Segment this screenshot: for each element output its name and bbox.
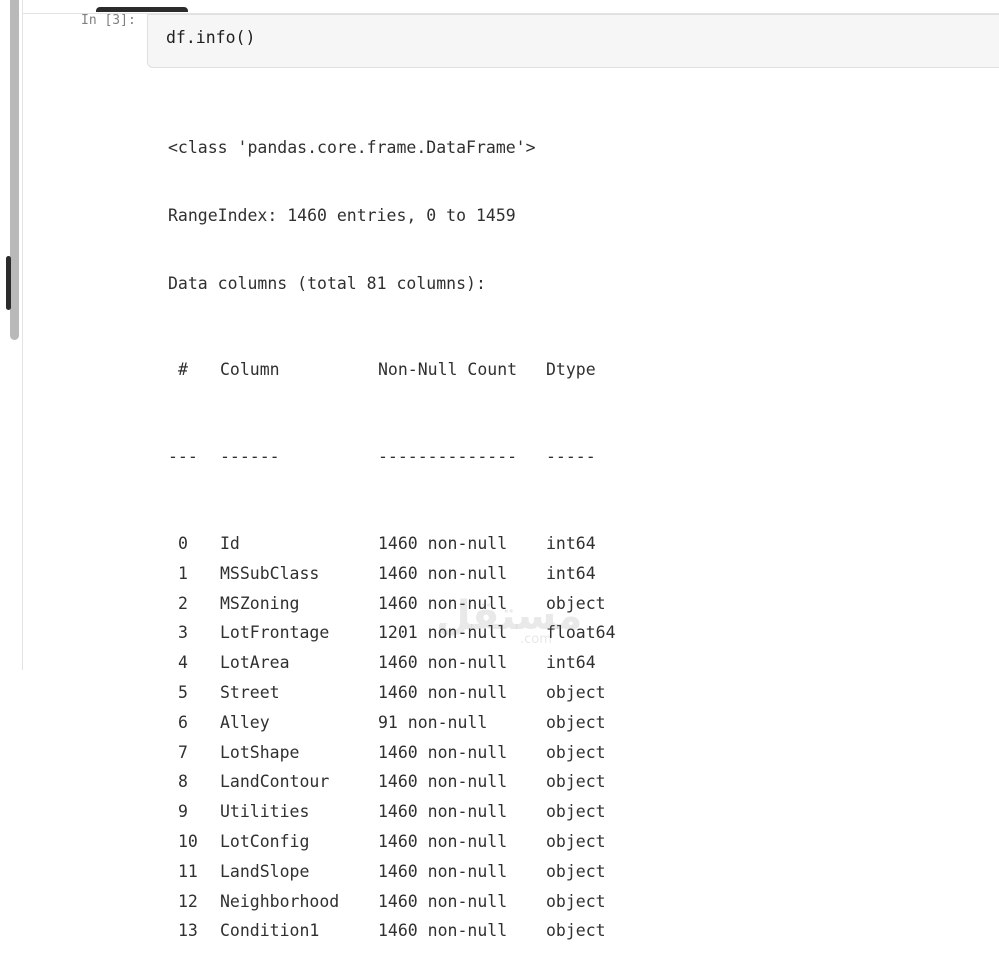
row-dtype: float64 xyxy=(546,623,616,643)
row-column-name: Condition1 xyxy=(220,921,320,941)
watermark-domain: .com xyxy=(520,632,552,647)
row-column-name: MSZoning xyxy=(220,593,300,613)
row-num: 1 xyxy=(178,563,188,583)
separator-dtype: ----- xyxy=(546,447,596,467)
row-num: 0 xyxy=(178,533,188,553)
row-dtype: int64 xyxy=(546,653,596,673)
cell-top-divider xyxy=(22,13,999,14)
header-num: # xyxy=(178,360,188,380)
row-column-name: LotConfig xyxy=(220,831,310,851)
vertical-scrollbar[interactable] xyxy=(10,0,19,340)
table-row: 1 MSSubClass 1460 non-null int64 xyxy=(168,559,596,589)
row-non-null-count: 1460 non-null xyxy=(378,653,508,673)
row-column-name: LotArea xyxy=(220,653,290,673)
table-row: 2 MSZoning 1460 non-null object xyxy=(168,589,606,619)
output-line-class: <class 'pandas.core.frame.DataFrame'> xyxy=(168,138,536,157)
table-row: 7 LotShape 1460 non-null object xyxy=(168,738,606,768)
separator-count: -------------- xyxy=(378,447,518,467)
row-num: 2 xyxy=(178,593,188,613)
header-dtype: Dtype xyxy=(546,360,596,380)
row-dtype: object xyxy=(546,772,606,792)
row-num: 6 xyxy=(178,712,188,732)
row-column-name: Alley xyxy=(220,712,270,732)
table-row: 11 LandSlope 1460 non-null object xyxy=(168,857,606,887)
table-row: 0 Id 1460 non-null int64 xyxy=(168,529,596,559)
row-non-null-count: 1460 non-null xyxy=(378,921,508,941)
notebook-left-rail xyxy=(0,0,23,670)
header-column: Column xyxy=(220,360,280,380)
row-dtype: object xyxy=(546,682,606,702)
row-non-null-count: 1460 non-null xyxy=(378,831,508,851)
row-non-null-count: 1201 non-null xyxy=(378,623,508,643)
row-column-name: LandSlope xyxy=(220,861,310,881)
table-row: 10 LotConfig 1460 non-null object xyxy=(168,827,606,857)
row-non-null-count: 1460 non-null xyxy=(378,861,508,881)
header-count: Non-Null Count xyxy=(378,360,518,380)
row-column-name: Utilities xyxy=(220,802,310,822)
row-non-null-count: 1460 non-null xyxy=(378,742,508,762)
table-row: 9 Utilities 1460 non-null object xyxy=(168,797,606,827)
row-non-null-count: 1460 non-null xyxy=(378,533,508,553)
cell-collapser-tab[interactable] xyxy=(96,7,188,12)
columns-header-row: # Column Non-Null Count Dtype xyxy=(168,355,596,385)
row-dtype: object xyxy=(546,861,606,881)
table-row: 13 Condition1 1460 non-null object xyxy=(168,916,606,946)
row-dtype: object xyxy=(546,802,606,822)
row-dtype: object xyxy=(546,831,606,851)
code-input-cell[interactable]: df.info() xyxy=(147,14,999,68)
row-non-null-count: 1460 non-null xyxy=(378,593,508,613)
row-num: 11 xyxy=(178,861,198,881)
table-row: 5 Street 1460 non-null object xyxy=(168,678,606,708)
row-column-name: LandContour xyxy=(220,772,330,792)
row-non-null-count: 1460 non-null xyxy=(378,891,508,911)
row-num: 3 xyxy=(178,623,188,643)
row-column-name: Id xyxy=(220,533,240,553)
row-dtype: object xyxy=(546,712,606,732)
row-non-null-count: 1460 non-null xyxy=(378,772,508,792)
row-non-null-count: 1460 non-null xyxy=(378,682,508,702)
row-non-null-count: 1460 non-null xyxy=(378,563,508,583)
separator-column: ------ xyxy=(220,447,280,467)
row-column-name: LotFrontage xyxy=(220,623,330,643)
row-dtype: object xyxy=(546,891,606,911)
row-num: 9 xyxy=(178,802,188,822)
row-column-name: Street xyxy=(220,682,280,702)
row-column-name: LotShape xyxy=(220,742,300,762)
table-row: 8 LandContour 1460 non-null object xyxy=(168,767,606,797)
code-text[interactable]: df.info() xyxy=(166,28,256,47)
row-num: 7 xyxy=(178,742,188,762)
row-dtype: object xyxy=(546,742,606,762)
row-dtype: object xyxy=(546,921,606,941)
table-row: 6 Alley 91 non-null object xyxy=(168,708,606,738)
row-num: 5 xyxy=(178,682,188,702)
separator-num: --- xyxy=(168,447,198,467)
cell-prompt: In [3]: xyxy=(81,13,136,28)
table-row: 3 LotFrontage 1201 non-null float64 xyxy=(168,618,616,648)
row-num: 10 xyxy=(178,831,198,851)
table-row: 12 Neighborhood 1460 non-null object xyxy=(168,887,606,917)
output-line-data-columns: Data columns (total 81 columns): xyxy=(168,273,486,293)
row-dtype: object xyxy=(546,593,606,613)
output-line-range-index: RangeIndex: 1460 entries, 0 to 1459 xyxy=(168,205,516,225)
row-dtype: int64 xyxy=(546,563,596,583)
row-non-null-count: 91 non-null xyxy=(378,712,488,732)
row-num: 12 xyxy=(178,891,198,911)
row-dtype: int64 xyxy=(546,533,596,553)
row-num: 13 xyxy=(178,921,198,941)
scrollbar-marker[interactable] xyxy=(6,256,11,310)
row-non-null-count: 1460 non-null xyxy=(378,802,508,822)
table-row: 4 LotArea 1460 non-null int64 xyxy=(168,648,596,678)
cell-output: <class 'pandas.core.frame.DataFrame'> Ra… xyxy=(168,95,616,965)
row-num: 8 xyxy=(178,772,188,792)
row-num: 4 xyxy=(178,653,188,673)
watermark-logo: مستقل xyxy=(436,593,583,639)
row-column-name: Neighborhood xyxy=(220,891,340,911)
separator-row: --- ------ -------------- ----- xyxy=(168,442,596,472)
row-column-name: MSSubClass xyxy=(220,563,320,583)
